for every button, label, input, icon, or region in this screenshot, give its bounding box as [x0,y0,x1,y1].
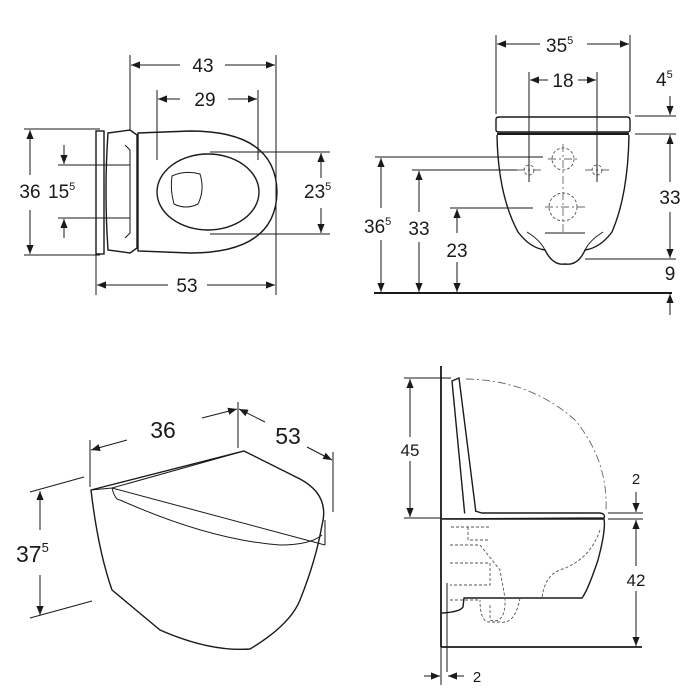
dim-seat-gap: 2 [632,471,640,488]
top-view: 43 29 53 36 155 235 [19,55,331,297]
dim-overall-width: 36 [19,182,40,203]
dim-bowl-height: 33 [659,188,680,209]
dim-inlet-height: 365 [364,216,391,238]
front-view-toilet-outline [495,116,631,265]
dim-lid-open-height: 45 [401,441,420,460]
dim-overall-length: 53 [176,276,197,297]
dim-outlet-above-floor: 9 [665,264,676,285]
iso-view-toilet-outline [90,450,326,651]
dim-iso-depth: 53 [275,423,301,449]
side-view: 45 2 42 2 [401,366,646,686]
dim-outlet-height: 23 [446,241,467,262]
front-view: 355 18 45 33 9 365 33 23 [364,35,681,315]
dim-opening-width: 235 [304,181,331,203]
side-view-toilet-outline [441,376,607,672]
dim-top-width: 355 [546,35,573,57]
dim-fixing-spacing-front: 18 [552,71,573,92]
dim-seat-thickness: 45 [656,69,673,91]
top-view-toilet-outline [95,129,278,255]
dim-iso-width: 36 [150,417,176,443]
dim-iso-height: 375 [16,540,49,567]
dim-seat-length: 43 [192,56,213,77]
dim-wall-gap: 2 [473,669,481,686]
iso-view: 36 53 375 [16,402,334,651]
dim-rim-height: 42 [627,571,646,590]
dim-fixing-spacing: 155 [48,181,75,203]
dim-fixing-height: 33 [408,219,429,240]
dim-bowl-opening-length: 29 [194,90,215,111]
